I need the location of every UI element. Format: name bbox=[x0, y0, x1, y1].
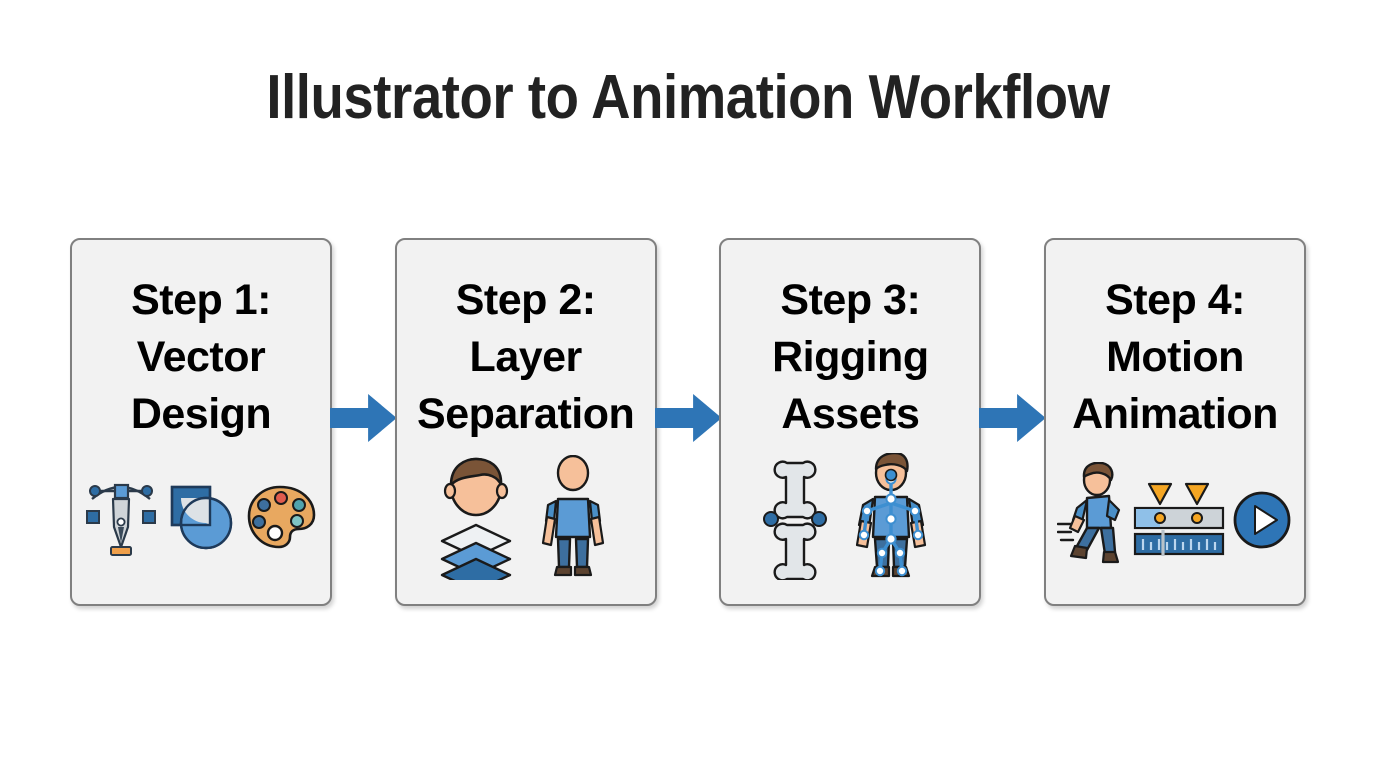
layers-stack-icon bbox=[440, 523, 511, 580]
step-card-4[interactable]: Step 4: Motion Animation bbox=[1044, 238, 1307, 606]
workflow-flow: Step 1: Vector Design bbox=[70, 238, 1307, 606]
step-1-label: Step 1: Vector Design bbox=[130, 276, 272, 438]
page-title: Illustrator to Animation Workflow bbox=[266, 63, 1110, 132]
character-parts-icon bbox=[541, 454, 604, 576]
step-3-icons bbox=[721, 452, 979, 582]
arrow-2-3 bbox=[654, 238, 722, 606]
arrow-1-2 bbox=[330, 238, 397, 606]
step-4-label: Step 4: Motion Animation bbox=[1072, 276, 1278, 438]
walking-figure-icon bbox=[1057, 462, 1121, 564]
step-2-label: Step 2: Layer Separation bbox=[417, 276, 635, 438]
step-card-3[interactable]: Step 3: Rigging Assets bbox=[719, 238, 982, 606]
head-icon bbox=[440, 457, 511, 580]
arrow-3-4 bbox=[979, 238, 1047, 606]
step-1-icons bbox=[72, 452, 330, 582]
rigged-character-icon bbox=[856, 453, 927, 578]
step-3-label: Step 3: Rigging Assets bbox=[772, 276, 929, 438]
step-card-2[interactable]: Step 2: Layer Separation bbox=[394, 238, 657, 606]
bones-icon bbox=[763, 460, 828, 580]
play-button-icon[interactable] bbox=[1231, 462, 1293, 572]
shapes-icon bbox=[170, 485, 233, 550]
timeline-keyframes-icon[interactable] bbox=[1131, 462, 1227, 572]
color-palette-icon bbox=[247, 485, 316, 549]
step-card-1[interactable]: Step 1: Vector Design bbox=[70, 238, 332, 606]
pen-tool-icon bbox=[86, 483, 156, 556]
step-2-icons bbox=[397, 452, 655, 582]
step-4-icons bbox=[1046, 452, 1304, 582]
